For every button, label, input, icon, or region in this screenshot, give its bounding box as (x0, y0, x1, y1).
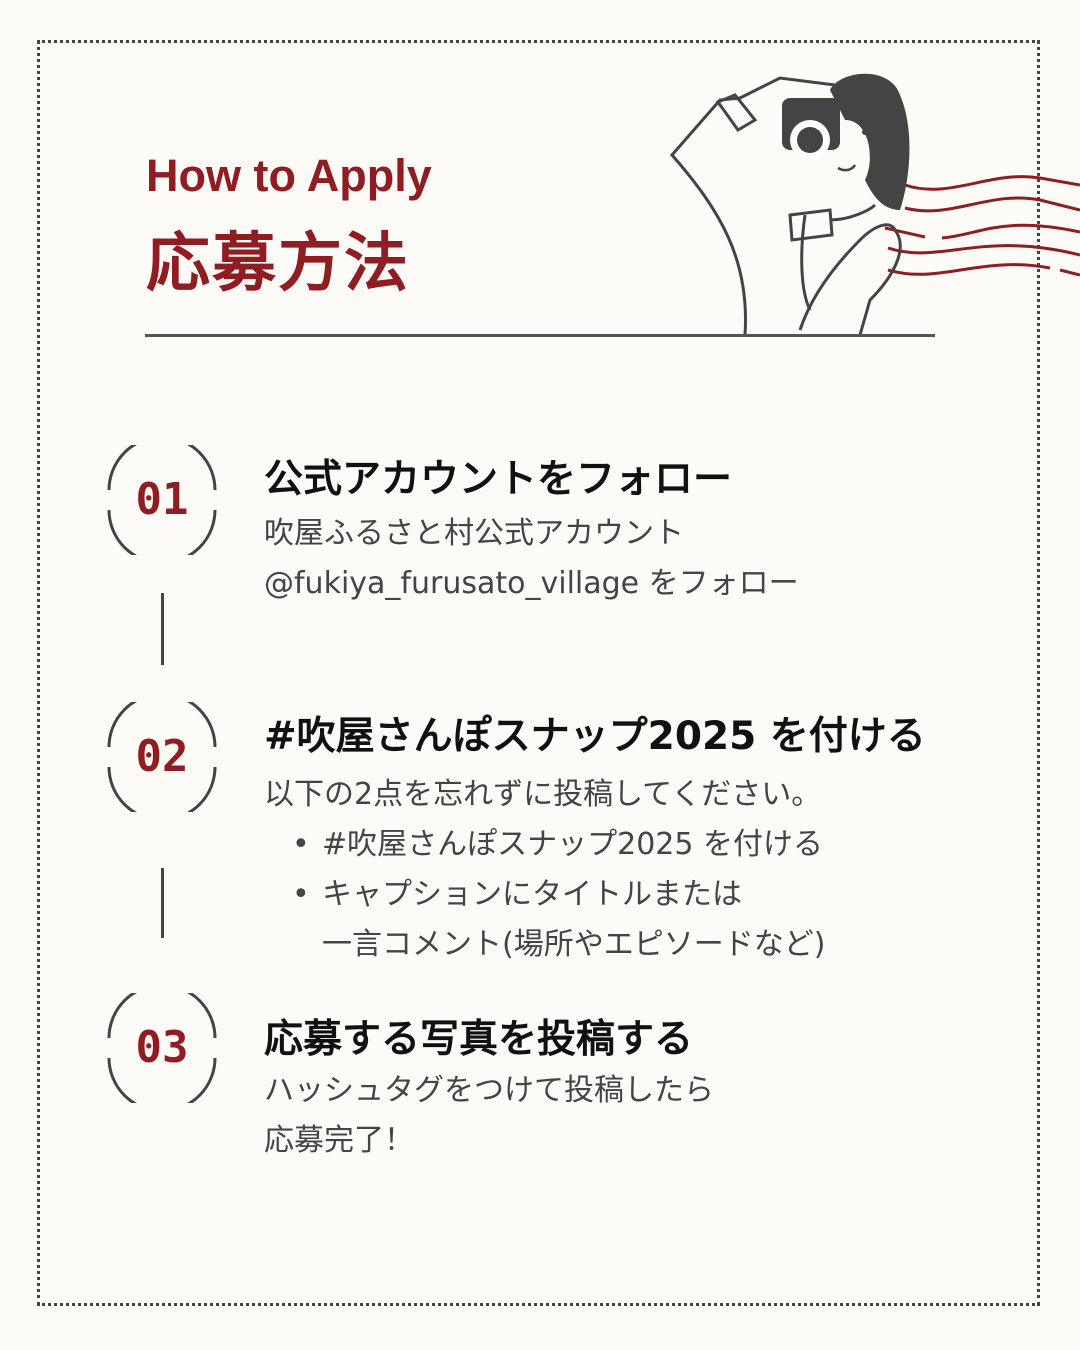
step-number: 02 (135, 731, 189, 782)
dotted-frame (37, 40, 1040, 1306)
wave-line (887, 263, 1080, 277)
step-text-line: ハッシュタグをつけて投稿したら (264, 1073, 714, 1108)
step-title: 公式アカウントをフォロー (264, 457, 733, 502)
title-japanese: 応募方法 (146, 227, 410, 301)
wave-line (887, 244, 1080, 257)
step-number: 03 (135, 1022, 189, 1073)
step-text-line: 吹屋ふるさと村公式アカウント (264, 516, 684, 551)
title-english: How to Apply (146, 150, 432, 201)
photographer-illustration (670, 73, 1080, 336)
wave-line (904, 175, 1080, 191)
bullet-item: キャプションにタイトルまたは (292, 870, 825, 920)
bullet-item: #吹屋さんぽスナップ2025 を付ける (292, 820, 825, 870)
step-description: ハッシュタグをつけて投稿したら 応募完了！ (264, 1066, 714, 1166)
step-text-line: 以下の2点を忘れずに投稿してください。 (264, 777, 822, 812)
header-divider (145, 334, 935, 337)
step-connector (161, 593, 164, 665)
step-title: 応募する写真を投稿する (264, 1017, 694, 1062)
step-connector (161, 868, 164, 938)
step-description: 吹屋ふるさと村公式アカウント @fukiya_furusato_village … (264, 509, 799, 609)
bullet-continuation: 一言コメント(場所やエピソードなど) (322, 927, 826, 962)
step-title: #吹屋さんぽスナップ2025 を付ける (264, 714, 926, 759)
step-number-circle (107, 993, 217, 1103)
step-text-line: 応募完了！ (264, 1123, 414, 1158)
wave-line (884, 223, 1080, 240)
account-handle: @fukiya_furusato_village をフォロー (264, 566, 799, 601)
step-description: 以下の2点を忘れずに投稿してください。 #吹屋さんぽスナップ2025 を付ける … (264, 770, 825, 970)
step-number-circle (107, 702, 217, 812)
wave-line (904, 196, 1080, 213)
step-number: 01 (135, 474, 189, 525)
step-number-circle (107, 445, 217, 555)
